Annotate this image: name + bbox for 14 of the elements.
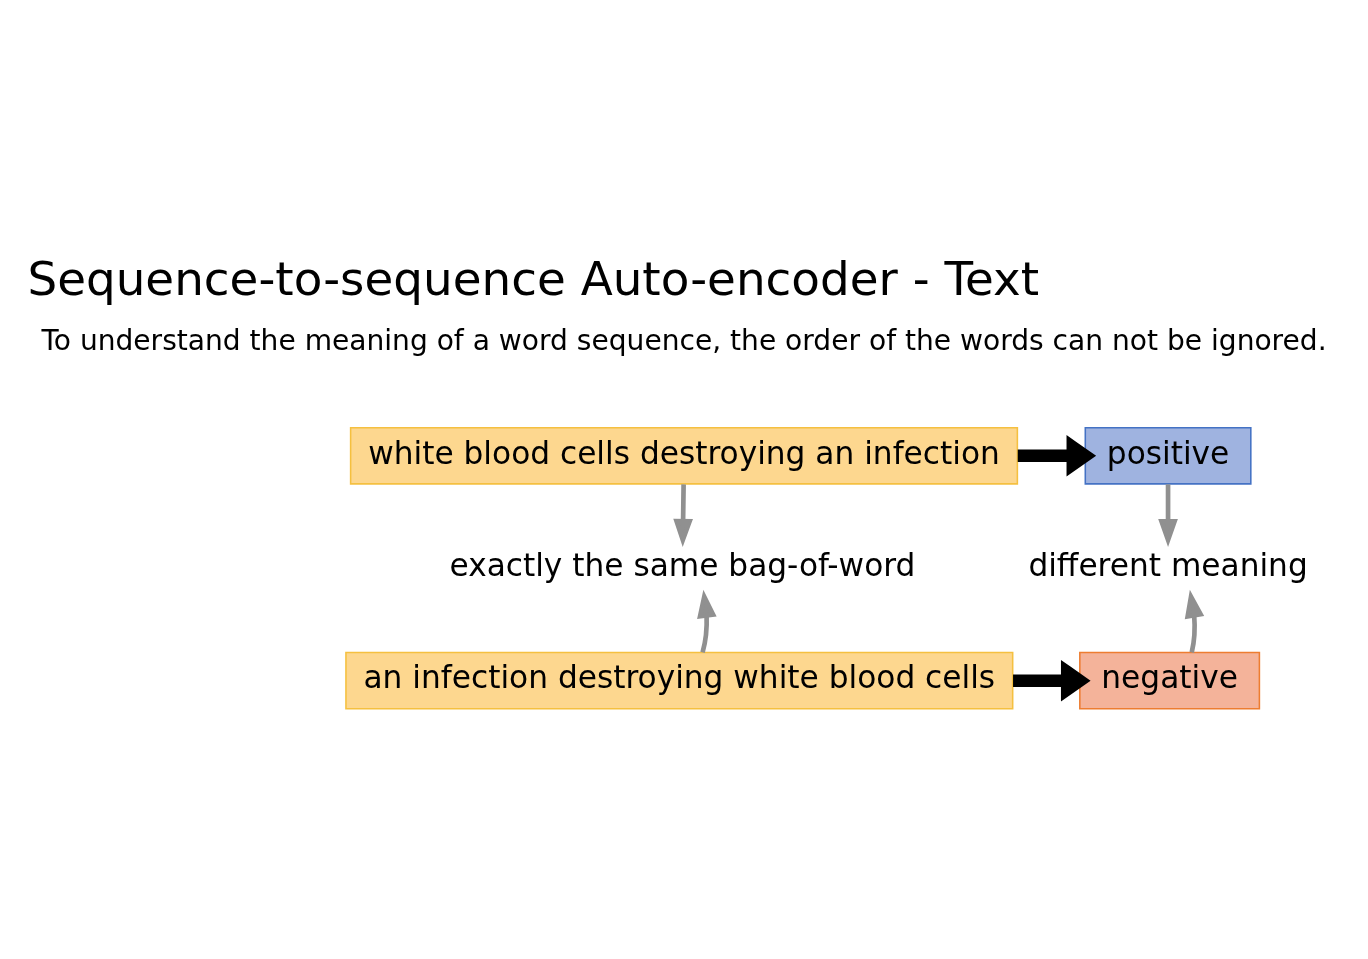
arrow [673,483,693,547]
node-box: positive [1084,426,1252,485]
node-box: white blood cells destroying an infection [349,426,1019,485]
arrow [697,589,717,653]
arrow [1013,659,1091,701]
node-text: exactly the same bag-of-word [449,546,916,583]
arrow [1017,434,1097,477]
arrow [1158,483,1178,547]
diagram-title: Sequence-to-sequence Auto-encoder - Text [27,251,1040,306]
arrow [1184,589,1205,653]
label: To understand the meaning of a word sequence, the order of the words can not be ignored. [41,323,1327,357]
node-text: different meaning [1028,546,1308,583]
node-box: an infection destroying white blood cells [345,651,1014,710]
node-box: negative [1079,651,1261,710]
